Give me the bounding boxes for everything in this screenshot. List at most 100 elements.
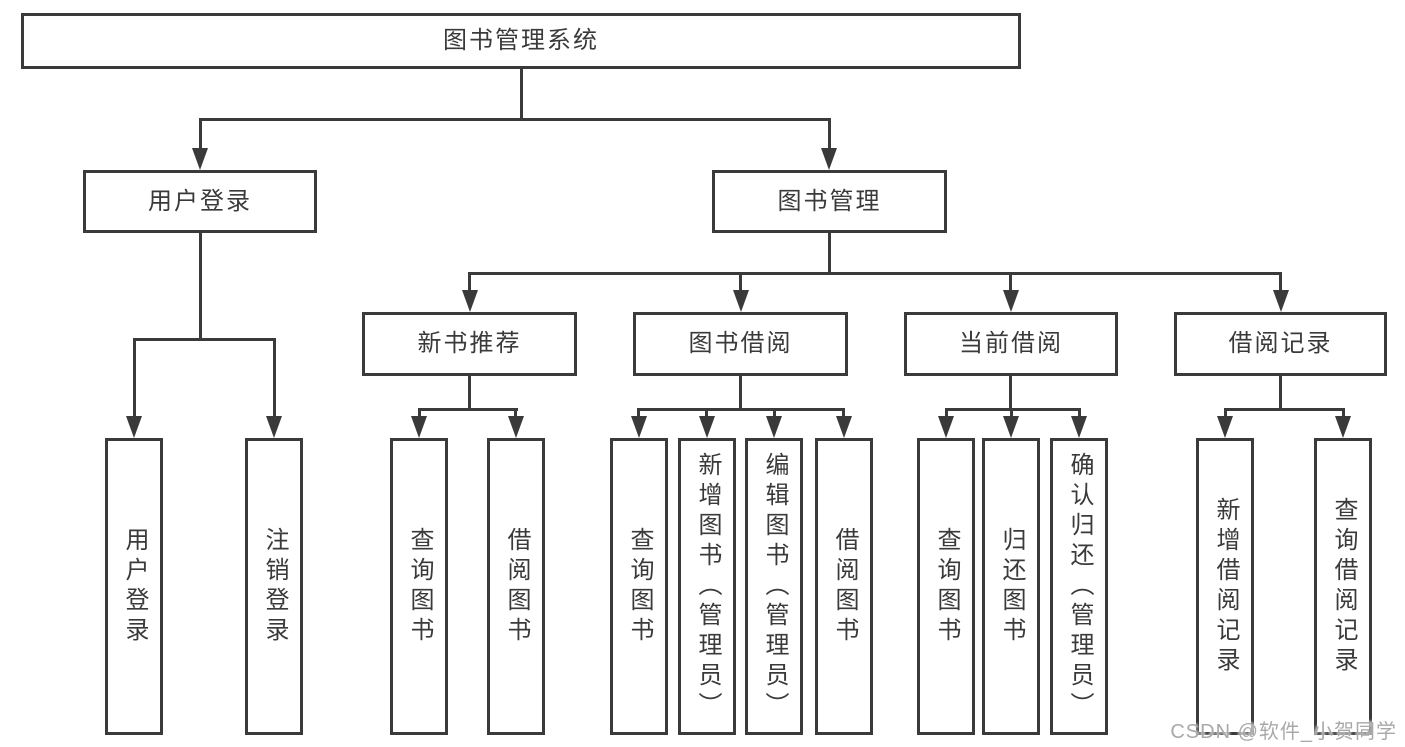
arrow-stem	[1077, 408, 1081, 416]
node-leaf-query-books-1-label: 查询图书	[406, 526, 433, 647]
node-leaf-return-books-label: 归还图书	[998, 526, 1025, 647]
arrow-stem	[1279, 272, 1282, 290]
connector-root-stem	[519, 69, 523, 118]
node-book-management: 图书管理	[712, 170, 947, 233]
connector-book-borrow-stem	[739, 376, 742, 408]
arrow-to-new-book-recommend	[461, 272, 478, 312]
arrow-to-borrow-books-1	[507, 408, 524, 438]
node-leaf-logout: 注销登录	[245, 438, 303, 735]
arrow-head-icon	[821, 148, 837, 170]
node-new-book-recommend: 新书推荐	[362, 312, 577, 376]
node-leaf-logout-label: 注销登录	[261, 526, 288, 647]
arrow-to-query-books-3	[938, 408, 954, 438]
node-library-management-system: 图书管理系统	[21, 13, 1021, 69]
arrow-to-user-login	[192, 118, 208, 170]
node-leaf-query-books-3: 查询图书	[917, 438, 975, 735]
connector-book-management-stem	[827, 233, 831, 272]
node-leaf-query-books-2: 查询图书	[610, 438, 668, 735]
connector-level1-hline	[198, 118, 831, 121]
connector-level2-hline	[468, 272, 1282, 275]
node-leaf-query-books-3-label: 查询图书	[933, 526, 960, 647]
node-leaf-borrow-books-2: 借阅图书	[815, 438, 873, 735]
node-leaf-user-login-label: 用户登录	[121, 526, 148, 647]
arrow-to-query-borrow-record	[1335, 408, 1351, 438]
arrow-to-query-books-1	[411, 408, 427, 438]
connector-user-login-hline	[132, 338, 276, 341]
arrow-to-add-borrow-record	[1217, 408, 1233, 438]
node-book-borrow-label: 图书借阅	[688, 330, 793, 357]
arrow-head-icon	[266, 416, 282, 438]
node-leaf-query-books-2-label: 查询图书	[626, 526, 653, 647]
node-current-borrow: 当前借阅	[904, 312, 1118, 376]
node-leaf-query-borrow-record: 查询借阅记录	[1314, 438, 1372, 735]
arrow-head-icon	[192, 148, 208, 170]
connector-current-borrow-stem	[1009, 376, 1012, 408]
arrow-head-icon	[1272, 290, 1289, 312]
arrow-to-confirm-return	[1071, 408, 1087, 438]
arrow-head-icon	[1217, 416, 1233, 438]
node-new-book-recommend-label: 新书推荐	[417, 330, 522, 357]
arrow-head-icon	[835, 416, 852, 438]
arrow-stem	[637, 408, 640, 416]
node-leaf-add-borrow-record: 新增借阅记录	[1196, 438, 1254, 735]
arrow-stem	[1223, 408, 1227, 416]
arrow-stem	[739, 272, 742, 290]
node-leaf-confirm-return-admin: 确认归还（管理员）	[1050, 438, 1108, 735]
arrow-stem	[198, 118, 202, 148]
arrow-stem	[1009, 408, 1013, 416]
node-current-borrow-label: 当前借阅	[959, 330, 1063, 357]
arrow-stem	[842, 408, 845, 416]
node-leaf-add-book-admin: 新增图书（管理员）	[678, 438, 736, 735]
arrow-stem	[417, 408, 421, 416]
connector-borrow-records-hline	[1223, 408, 1345, 411]
arrow-head-icon	[1071, 416, 1087, 438]
node-borrow-records-label: 借阅记录	[1228, 330, 1333, 357]
arrow-head-icon	[630, 416, 647, 438]
node-borrow-records: 借阅记录	[1174, 312, 1387, 376]
node-leaf-add-borrow-record-label: 新增借阅记录	[1212, 496, 1239, 677]
arrow-stem	[272, 338, 276, 416]
node-user-login-label: 用户登录	[148, 187, 252, 215]
arrow-stem	[514, 408, 517, 416]
arrow-to-add-book	[698, 408, 715, 438]
csdn-watermark: CSDN @软件_小贺同学	[1170, 721, 1397, 743]
arrow-to-leaf-logout	[266, 338, 282, 438]
node-leaf-confirm-return-admin-label: 确认归还（管理员）	[1066, 451, 1093, 722]
node-leaf-add-book-admin-label: 新增图书（管理员）	[694, 451, 721, 722]
arrow-stem	[827, 118, 831, 148]
arrow-stem	[1341, 408, 1345, 416]
connector-current-borrow-hline	[944, 408, 1081, 411]
arrow-to-edit-book	[766, 408, 782, 438]
arrow-to-book-borrow	[732, 272, 749, 312]
connector-book-borrow-hline	[637, 408, 845, 411]
arrow-head-icon	[698, 416, 715, 438]
arrow-head-icon	[732, 290, 749, 312]
connector-new-book-stem	[468, 376, 471, 408]
node-leaf-borrow-books-1-label: 借阅图书	[503, 526, 530, 647]
node-book-management-label: 图书管理	[777, 187, 882, 215]
arrow-to-return-books	[1003, 408, 1019, 438]
node-leaf-user-login: 用户登录	[105, 438, 163, 735]
connector-new-book-hline	[417, 408, 518, 411]
arrow-stem	[468, 272, 471, 290]
arrow-head-icon	[938, 416, 954, 438]
node-leaf-borrow-books-1: 借阅图书	[487, 438, 545, 735]
connector-borrow-records-stem	[1279, 376, 1282, 408]
arrow-stem	[1009, 272, 1012, 290]
arrow-stem	[705, 408, 708, 416]
arrow-to-book-management	[821, 118, 837, 170]
arrow-to-borrow-books-2	[835, 408, 852, 438]
arrow-stem	[132, 338, 136, 416]
node-leaf-borrow-books-2-label: 借阅图书	[831, 526, 858, 647]
arrow-to-current-borrow	[1002, 272, 1019, 312]
arrow-head-icon	[507, 416, 524, 438]
arrow-head-icon	[1003, 416, 1019, 438]
arrow-head-icon	[126, 416, 142, 438]
arrow-stem	[772, 408, 776, 416]
node-leaf-edit-book-admin: 编辑图书（管理员）	[745, 438, 803, 735]
node-book-borrow: 图书借阅	[633, 312, 848, 376]
arrow-head-icon	[461, 290, 478, 312]
node-leaf-edit-book-admin-label: 编辑图书（管理员）	[761, 451, 788, 722]
connector-user-login-stem	[198, 233, 202, 338]
